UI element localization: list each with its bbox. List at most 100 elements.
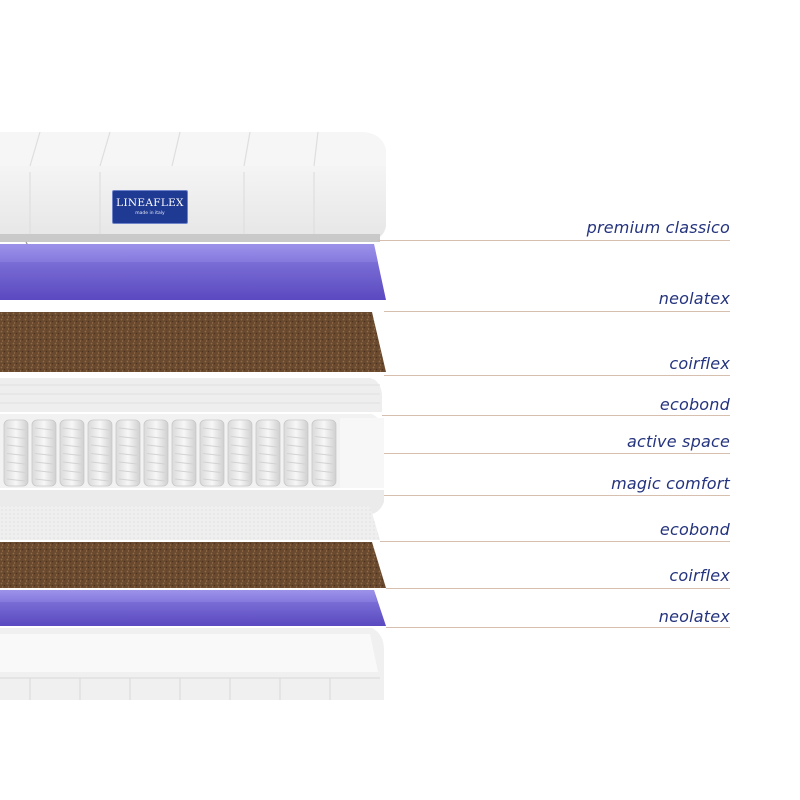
- spring-coil: [202, 461, 222, 465]
- spring-coil: [62, 453, 82, 456]
- spring-coil: [146, 436, 166, 439]
- layer-bottom-cover: [0, 628, 384, 700]
- spring-coil: [6, 444, 26, 448]
- spring-coil: [314, 444, 334, 448]
- spring-coil: [34, 453, 54, 456]
- spring-coil: [174, 478, 194, 482]
- spring-coil: [90, 470, 110, 473]
- spring-coil: [118, 427, 138, 431]
- spring-coil: [146, 427, 166, 431]
- spring-coil: [34, 470, 54, 473]
- spring-coil: [146, 461, 166, 465]
- spring-coil: [314, 461, 334, 465]
- spring-coil: [146, 470, 166, 473]
- spring-coil: [174, 470, 194, 473]
- spring-coil: [146, 478, 166, 482]
- spring-coil: [230, 427, 250, 431]
- spring-coil: [118, 470, 138, 473]
- label-coirflex-bottom: coirflex: [669, 566, 730, 585]
- spring-coil: [286, 478, 306, 482]
- spring-coil: [202, 470, 222, 473]
- spring-coil: [314, 453, 334, 456]
- spring-coil: [62, 436, 82, 439]
- spring-coil: [6, 478, 26, 482]
- spring-coil: [34, 436, 54, 439]
- spring-coil: [6, 470, 26, 473]
- spring-coil: [146, 453, 166, 456]
- spring-coil: [62, 478, 82, 482]
- spring-coil: [230, 453, 250, 456]
- spring-coil: [258, 436, 278, 439]
- spring-coil: [62, 470, 82, 473]
- brand-logo: LINEAFLEX made in italy: [112, 190, 188, 224]
- spring-coil: [314, 427, 334, 431]
- spring-coil: [62, 444, 82, 448]
- brand-tagline: made in italy: [135, 211, 165, 216]
- spring-coil: [202, 436, 222, 439]
- leader-coirflex-bottom: [386, 588, 730, 589]
- leader-ecobond-bottom: [380, 541, 730, 542]
- spring-coil: [258, 444, 278, 448]
- label-neolatex-top: neolatex: [658, 289, 730, 308]
- spring-coil: [230, 478, 250, 482]
- spring-coil: [286, 427, 306, 431]
- spring-coil: [174, 453, 194, 456]
- spring-coil: [118, 461, 138, 465]
- spring-coil: [314, 478, 334, 482]
- layer-neolatex-bottom: [0, 590, 386, 626]
- spring-coil: [258, 427, 278, 431]
- layer-coirflex-bottom: [0, 542, 386, 588]
- layer-ecobond-bottom: [0, 506, 380, 540]
- spring-coil: [90, 427, 110, 431]
- spring-coil: [202, 478, 222, 482]
- spring-coil: [34, 444, 54, 448]
- spring-coil: [202, 444, 222, 448]
- spring-coil: [118, 478, 138, 482]
- spring-coil: [286, 461, 306, 465]
- spring-coil: [174, 427, 194, 431]
- label-premium-classico: premium classico: [586, 218, 730, 237]
- layer-premium-classico: [0, 131, 386, 255]
- spring-coil: [146, 444, 166, 448]
- spring-coil: [314, 470, 334, 473]
- spring-coil: [34, 478, 54, 482]
- leader-neolatex-top: [384, 311, 730, 312]
- spring-coil: [174, 461, 194, 465]
- spring-coil: [286, 470, 306, 473]
- leader-magic-comfort: [384, 495, 730, 496]
- spring-coil: [258, 461, 278, 465]
- spring-coil: [62, 461, 82, 465]
- leader-ecobond-top: [382, 415, 730, 416]
- label-magic-comfort: magic comfort: [611, 474, 730, 493]
- spring-coil: [90, 478, 110, 482]
- spring-coil: [230, 470, 250, 473]
- spring-coil: [118, 453, 138, 456]
- spring-coil: [258, 453, 278, 456]
- spring-coil: [90, 436, 110, 439]
- label-ecobond-top: ecobond: [659, 395, 730, 414]
- leader-coirflex-top: [384, 375, 730, 376]
- spring-coil: [314, 436, 334, 439]
- leader-active-space: [384, 453, 730, 454]
- leader-neolatex-bottom: [386, 627, 730, 628]
- spring-coil: [6, 461, 26, 465]
- label-ecobond-bottom: ecobond: [659, 520, 730, 539]
- layer-neolatex-top: [0, 244, 386, 300]
- layer-coirflex-top: [0, 312, 386, 372]
- spring-coil: [118, 444, 138, 448]
- spring-coil: [230, 436, 250, 439]
- spring-coil: [286, 453, 306, 456]
- spring-coil: [258, 478, 278, 482]
- spring-coil: [174, 436, 194, 439]
- layer-ecobond-top: [0, 378, 382, 412]
- spring-coil: [174, 444, 194, 448]
- label-active-space: active space: [626, 432, 730, 451]
- spring-coil: [258, 470, 278, 473]
- spring-coil: [230, 461, 250, 465]
- spring-coil: [34, 461, 54, 465]
- spring-coil: [118, 436, 138, 439]
- spring-coil: [62, 427, 82, 431]
- spring-coil: [202, 427, 222, 431]
- spring-coil: [286, 444, 306, 448]
